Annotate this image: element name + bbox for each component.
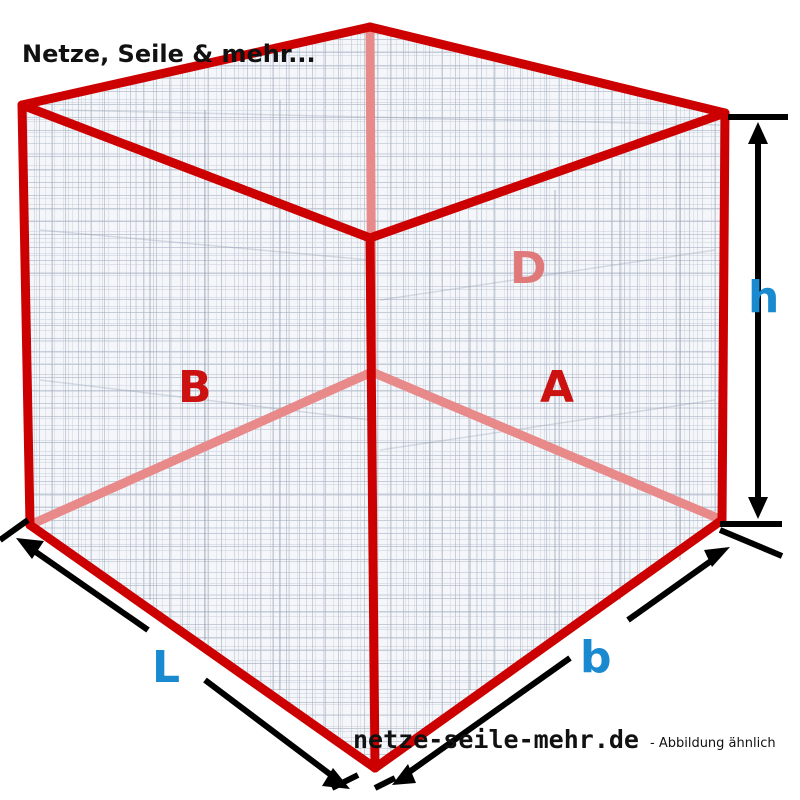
face-label-d: D [510,243,547,294]
dimension-label-l: L [152,642,180,693]
edge-top-back-right [365,22,730,118]
website-url: netze-seile-mehr.de [353,725,639,754]
face-label-b: B [178,362,212,413]
edge-front-vertical [365,233,380,773]
edge-bottom-left [25,520,380,773]
edge-bottom-right [370,515,727,773]
dimension-label-h: h [748,272,779,323]
length-dimension [0,517,360,791]
edge-right-vertical [717,108,730,525]
edge-top-front-left [17,100,375,243]
dimension-label-b: b [580,632,612,683]
edge-left-vertical [17,100,35,530]
brand-heading: Netze, Seile & mehr... [22,40,316,68]
width-dimension [373,527,784,791]
edge-top-front-right [365,108,730,243]
face-label-a: A [540,362,574,413]
edge-top-back-left [17,22,375,110]
frame-edges [17,22,730,773]
height-dimension [720,114,788,527]
disclaimer-note: - Abbildung ähnlich [650,736,776,751]
